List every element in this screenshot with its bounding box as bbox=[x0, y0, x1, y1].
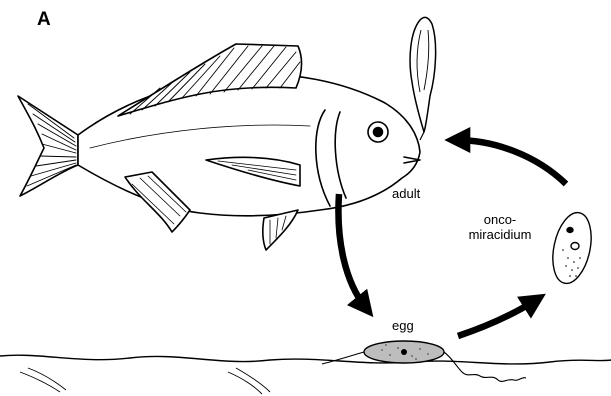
label-oncomiracidium-line1: onco- bbox=[469, 212, 532, 227]
label-adult: adult bbox=[392, 186, 420, 201]
label-oncomiracidium: onco- miracidium bbox=[469, 212, 532, 242]
adult-parasite-attachment bbox=[420, 132, 424, 140]
fish-host bbox=[18, 44, 420, 250]
egg-filament-right bbox=[444, 352, 526, 381]
adult-parasite bbox=[410, 17, 436, 140]
panel-label: A bbox=[37, 9, 51, 31]
adult-parasite-body bbox=[410, 17, 436, 132]
fish-body bbox=[78, 74, 420, 215]
label-oncomiracidium-line2: miracidium bbox=[469, 227, 532, 242]
substrate-texture bbox=[20, 368, 270, 394]
oncomiracidium-organ bbox=[571, 243, 579, 250]
fish-pupil bbox=[374, 128, 383, 137]
arrow-egg-to-oncomiracidium bbox=[458, 300, 536, 336]
label-egg: egg bbox=[392, 318, 414, 333]
arrow-oncomiracidium-to-fish bbox=[456, 140, 566, 184]
oncomiracidium-eyespot bbox=[567, 228, 573, 233]
oncomiracidium bbox=[547, 209, 597, 287]
arrow-adult-to-egg bbox=[338, 194, 366, 308]
egg-embryo bbox=[401, 349, 407, 355]
substrate-line bbox=[0, 355, 611, 364]
